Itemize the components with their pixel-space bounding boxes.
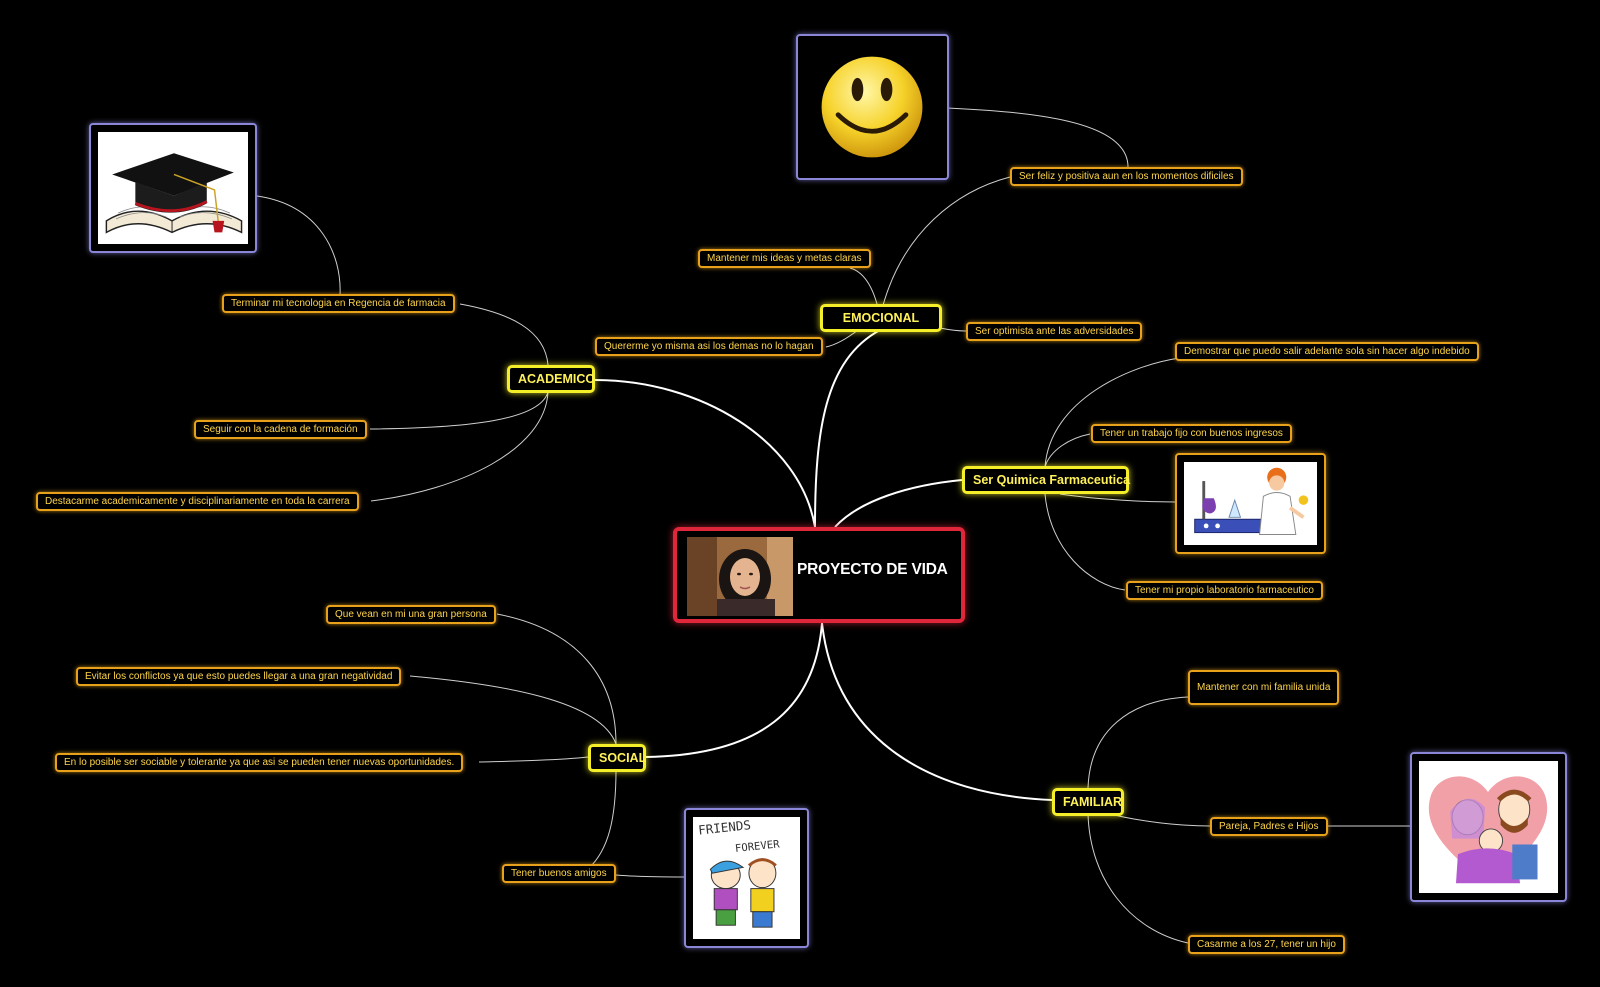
branch-social[interactable]: SOCIAL bbox=[588, 744, 646, 772]
link-central-social bbox=[645, 622, 823, 758]
quimica-item-1[interactable]: Demostrar que puedo salir adelante sola … bbox=[1175, 342, 1479, 361]
laboratory-icon bbox=[1194, 467, 1309, 535]
friends-text: FRIENDS bbox=[698, 817, 752, 837]
portrait-photo bbox=[687, 537, 793, 616]
familiar-image bbox=[1410, 752, 1567, 902]
smiley-face-icon bbox=[821, 56, 923, 158]
social-item-3[interactable]: En lo posible ser sociable y tolerante y… bbox=[55, 753, 464, 772]
emocional-item-4[interactable]: Ser optimista ante las adversidades bbox=[966, 322, 1143, 341]
portrait-image bbox=[687, 537, 793, 616]
academico-item-3[interactable]: Destacarme academicamente y disciplinari… bbox=[36, 492, 359, 511]
link-central-academico bbox=[594, 379, 816, 528]
familiar-item-1[interactable]: Mantener con mi familia unida bbox=[1188, 670, 1340, 705]
link-central-quimica bbox=[834, 479, 963, 528]
academico-image bbox=[89, 123, 257, 253]
emocional-item-3[interactable]: Quererme yo misma asi los demas no lo ha… bbox=[595, 337, 823, 356]
emocional-item-2[interactable]: Mantener mis ideas y metas claras bbox=[698, 249, 871, 268]
academico-item-1[interactable]: Terminar mi tecnologia en Regencia de fa… bbox=[222, 294, 455, 313]
social-image: FRIENDS FOREVER bbox=[684, 808, 809, 948]
quimica-image bbox=[1175, 453, 1326, 554]
quimica-item-3[interactable]: Tener mi propio laboratorio farmaceutico bbox=[1126, 581, 1323, 600]
link-central-emocional bbox=[814, 329, 881, 528]
emocional-item-1[interactable]: Ser feliz y positiva aun en los momentos… bbox=[1010, 167, 1243, 186]
social-item-1[interactable]: Que vean en mi una gran persona bbox=[326, 605, 496, 624]
branch-academico[interactable]: ACADEMICO bbox=[507, 365, 595, 393]
forever-text: FOREVER bbox=[734, 838, 780, 855]
familiar-item-3[interactable]: Casarme a los 27, tener un hijo bbox=[1188, 935, 1345, 954]
graduation-cap-book-icon bbox=[105, 153, 243, 234]
branch-familiar[interactable]: FAMILIAR bbox=[1052, 788, 1124, 816]
social-item-2[interactable]: Evitar los conflictos ya que esto puedes… bbox=[76, 667, 402, 686]
quimica-item-2[interactable]: Tener un trabajo fijo con buenos ingreso… bbox=[1091, 424, 1292, 443]
link-central-familiar bbox=[821, 622, 1053, 801]
social-item-4[interactable]: Tener buenos amigos bbox=[502, 864, 616, 883]
central-title: PROYECTO DE VIDA bbox=[797, 561, 948, 578]
family-heart-icon bbox=[1428, 776, 1548, 884]
branch-emocional[interactable]: EMOCIONAL bbox=[820, 304, 942, 332]
familiar-item-2[interactable]: Pareja, Padres e Hijos bbox=[1210, 817, 1328, 836]
friends-forever-icon: FRIENDS FOREVER bbox=[698, 817, 781, 928]
central-topic[interactable]: PROYECTO DE VIDA bbox=[673, 527, 965, 623]
branch-ser-quimica[interactable]: Ser Quimica Farmaceutica bbox=[962, 466, 1130, 494]
emocional-image bbox=[796, 34, 949, 180]
academico-item-2[interactable]: Seguir con la cadena de formación bbox=[194, 420, 367, 439]
